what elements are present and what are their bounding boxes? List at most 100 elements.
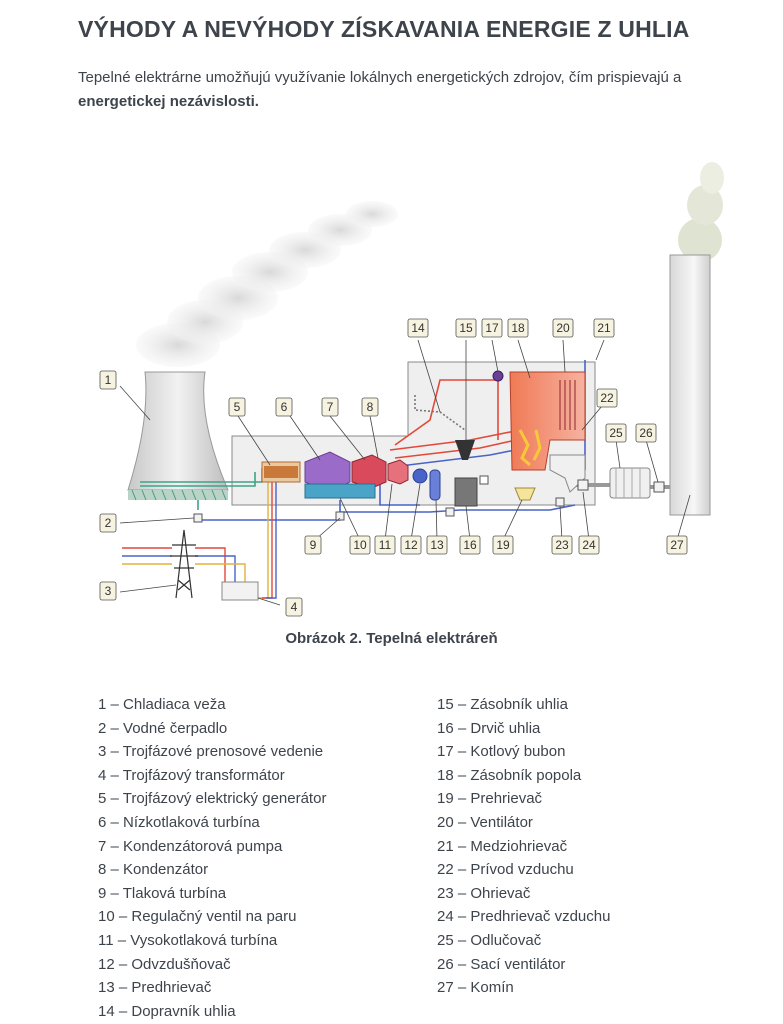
callout-20: 20 [552, 318, 574, 338]
callout-18: 18 [507, 318, 529, 338]
intro-bold-text: energetickej nezávislosti. [78, 93, 259, 110]
legend-item: 14 – Dopravník uhlia [98, 1002, 236, 1020]
legend-item: 9 – Tlaková turbína [98, 884, 227, 902]
callout-15: 15 [455, 318, 477, 338]
legend-item: 4 – Trojfázový transformátor [98, 766, 285, 784]
callout-number: 1 [105, 373, 112, 387]
precipitator [609, 467, 651, 499]
callout-1: 1 [99, 370, 117, 390]
cooling-tower-smoke [136, 201, 398, 367]
legend-item: 3 – Trojfázové prenosové vedenie [98, 743, 324, 761]
callout-23: 23 [551, 535, 573, 555]
callout-number: 10 [353, 538, 367, 552]
deaerator [412, 468, 441, 501]
callout-9: 9 [304, 535, 322, 555]
callout-number: 24 [582, 538, 596, 552]
legend-item: 10 – Regulačný ventil na paru [98, 908, 297, 926]
legend-item: 6 – Nízkotlaková turbína [98, 813, 260, 831]
callout-12: 12 [400, 535, 422, 555]
legend-left: 1 – Chladiaca veža 2 – Vodné čerpadlo 3 … [98, 693, 326, 1023]
callout-6: 6 [275, 397, 293, 417]
callout-3: 3 [99, 581, 117, 601]
callout-number: 2 [105, 516, 112, 530]
transmission-tower [170, 529, 198, 599]
legend-item: 15 – Zásobník uhlia [437, 696, 568, 713]
callout-number: 20 [556, 321, 570, 335]
coal-equipment [454, 440, 489, 507]
callout-number: 9 [310, 538, 317, 552]
callout-2: 2 [99, 513, 117, 533]
callout-number: 18 [511, 321, 525, 335]
legend-item: 18 – Zásobník popola [437, 766, 582, 784]
callout-number: 8 [367, 400, 374, 414]
legend-item: 17 – Kotlový bubon [437, 743, 566, 761]
legend-right: 15 – Zásobník uhlia 16 – Drvič uhlia 17 … [437, 693, 610, 1000]
callout-21: 21 [593, 318, 615, 338]
legend-item: 2 – Vodné čerpadlo [98, 719, 228, 737]
callout-25: 25 [605, 423, 627, 443]
legend-item: 23 – Ohrievač [437, 884, 531, 902]
legend-item: 13 – Predhrievač [98, 979, 212, 997]
callout-number: 25 [609, 426, 623, 440]
legend-item: 25 – Odlučovač [437, 931, 542, 949]
legend-item: 24 – Predhrievač vzduchu [437, 908, 611, 926]
callout-number: 12 [404, 538, 418, 552]
callout-11: 11 [374, 535, 396, 555]
legend-item: 16 – Drvič uhlia [437, 719, 541, 737]
callout-number: 26 [639, 426, 653, 440]
callout-number: 15 [459, 321, 473, 335]
transformer [221, 581, 259, 601]
callout-number: 6 [281, 400, 288, 414]
chimney [669, 254, 711, 516]
legend-item: 5 – Trojfázový elektrický generátor [98, 790, 327, 808]
callout-number: 22 [600, 391, 614, 405]
callout-26: 26 [635, 423, 657, 443]
callout-5: 5 [228, 397, 246, 417]
intro-text: Tepelné elektrárne umožňujú využívanie l… [78, 69, 682, 86]
power-plant-diagram: 1234567891011121314151617181920212223242… [99, 162, 724, 617]
callout-number: 19 [496, 538, 510, 552]
page-title: VÝHODY A NEVÝHODY ZÍSKAVANIA ENERGIE Z U… [78, 16, 690, 42]
callout-27: 27 [666, 535, 688, 555]
legend-item: 7 – Kondenzátorová pumpa [98, 837, 283, 855]
legend-item: 27 – Komín [437, 979, 514, 997]
turbines [304, 451, 409, 499]
callout-14: 14 [407, 318, 429, 338]
callout-number: 16 [463, 538, 477, 552]
figure-caption: Obrázok 2. Tepelná elektráreň [285, 630, 498, 647]
callout-number: 23 [555, 538, 569, 552]
callout-number: 14 [411, 321, 425, 335]
legend-item: 20 – Ventilátor [437, 813, 533, 831]
callout-number: 4 [291, 600, 298, 614]
legend-item: 1 – Chladiaca veža [98, 696, 226, 713]
legend-item: 26 – Sací ventilátor [437, 955, 566, 973]
callout-number: 21 [597, 321, 611, 335]
callout-number: 11 [379, 538, 392, 552]
callout-8: 8 [361, 397, 379, 417]
callout-number: 3 [105, 584, 112, 598]
callout-number: 17 [485, 321, 499, 335]
callout-number: 7 [327, 400, 334, 414]
callout-24: 24 [578, 535, 600, 555]
legend-item: 21 – Medziohrievač [437, 837, 568, 855]
small-valves [193, 479, 665, 523]
callout-13: 13 [426, 535, 448, 555]
callout-number: 5 [234, 400, 241, 414]
cooling-tower [127, 371, 229, 501]
legend-item: 22 – Prívod vzduchu [437, 861, 574, 879]
callout-22: 22 [596, 388, 618, 408]
callout-17: 17 [481, 318, 503, 338]
callout-4: 4 [285, 597, 303, 617]
callout-19: 19 [492, 535, 514, 555]
callout-16: 16 [459, 535, 481, 555]
intro-paragraph: Tepelné elektrárne umožňujú využívanie l… [78, 66, 718, 114]
callout-7: 7 [321, 397, 339, 417]
callout-leaders [119, 339, 691, 606]
legend-item: 8 – Kondenzátor [98, 861, 209, 879]
chimney-smoke [678, 162, 724, 262]
boiler [492, 370, 586, 501]
legend-item: 12 – Odvzdušňovač [98, 955, 231, 973]
callout-number: 13 [430, 538, 444, 552]
callout-10: 10 [349, 535, 371, 555]
